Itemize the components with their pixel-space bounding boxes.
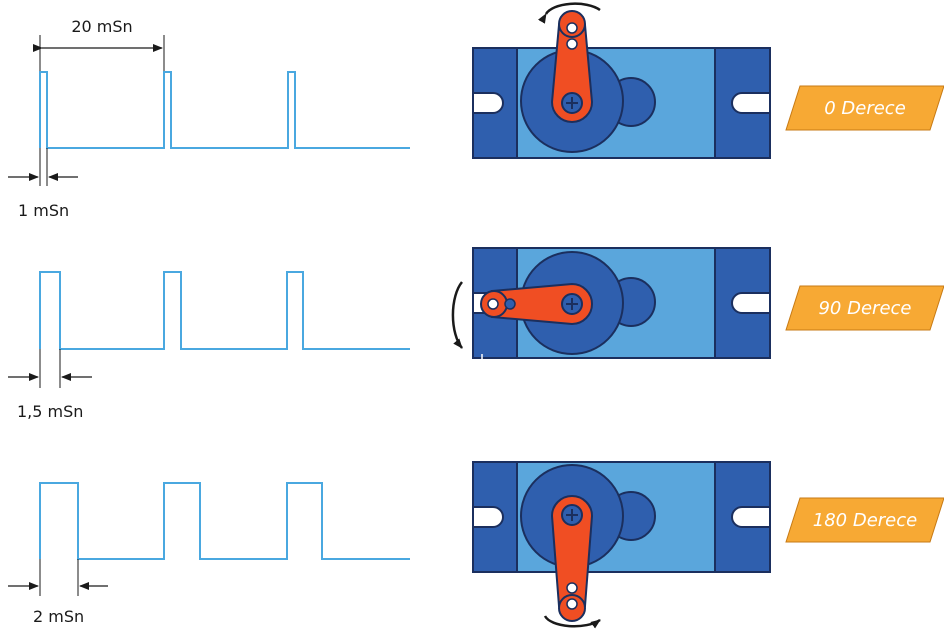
servo-horn-1: [550, 10, 594, 123]
angle-label-1: 0 Derece: [824, 98, 906, 119]
pulse-label-1: 1 mSn: [18, 201, 69, 220]
pwm-waveform-2: [39, 271, 410, 350]
servo-horn-3: [550, 495, 594, 622]
angle-label-2: 90 Derece: [818, 298, 911, 319]
servo-motor-1: [472, 2, 771, 159]
signal-row-2: 1,5 mSn: [8, 271, 410, 421]
servo-motor-3: [472, 461, 771, 629]
angle-badge-1: 0 Derece: [785, 85, 944, 131]
angle-badge-2: 90 Derece: [785, 285, 944, 331]
pwm-waveform-3: [39, 482, 410, 560]
pulse-label-3: 2 mSn: [33, 607, 84, 626]
signal-row-1: 1 mSn: [8, 71, 410, 220]
angle-badge-3: 180 Derece: [785, 497, 944, 543]
pwm-waveform-1: [39, 71, 410, 149]
servo-horn-2: [480, 282, 593, 326]
pulse-width-dimension-1: [8, 148, 78, 186]
angle-label-3: 180 Derece: [813, 510, 917, 531]
pulse-label-2: 1,5 mSn: [17, 402, 83, 421]
period-dimension: 20 mSn: [33, 17, 165, 78]
pulse-width-dimension-3: [8, 559, 108, 596]
servo-motor-2: [451, 247, 771, 370]
pulse-width-dimension-2: [8, 349, 92, 388]
signal-row-3: 2 mSn: [8, 482, 410, 626]
period-label: 20 mSn: [71, 17, 132, 36]
